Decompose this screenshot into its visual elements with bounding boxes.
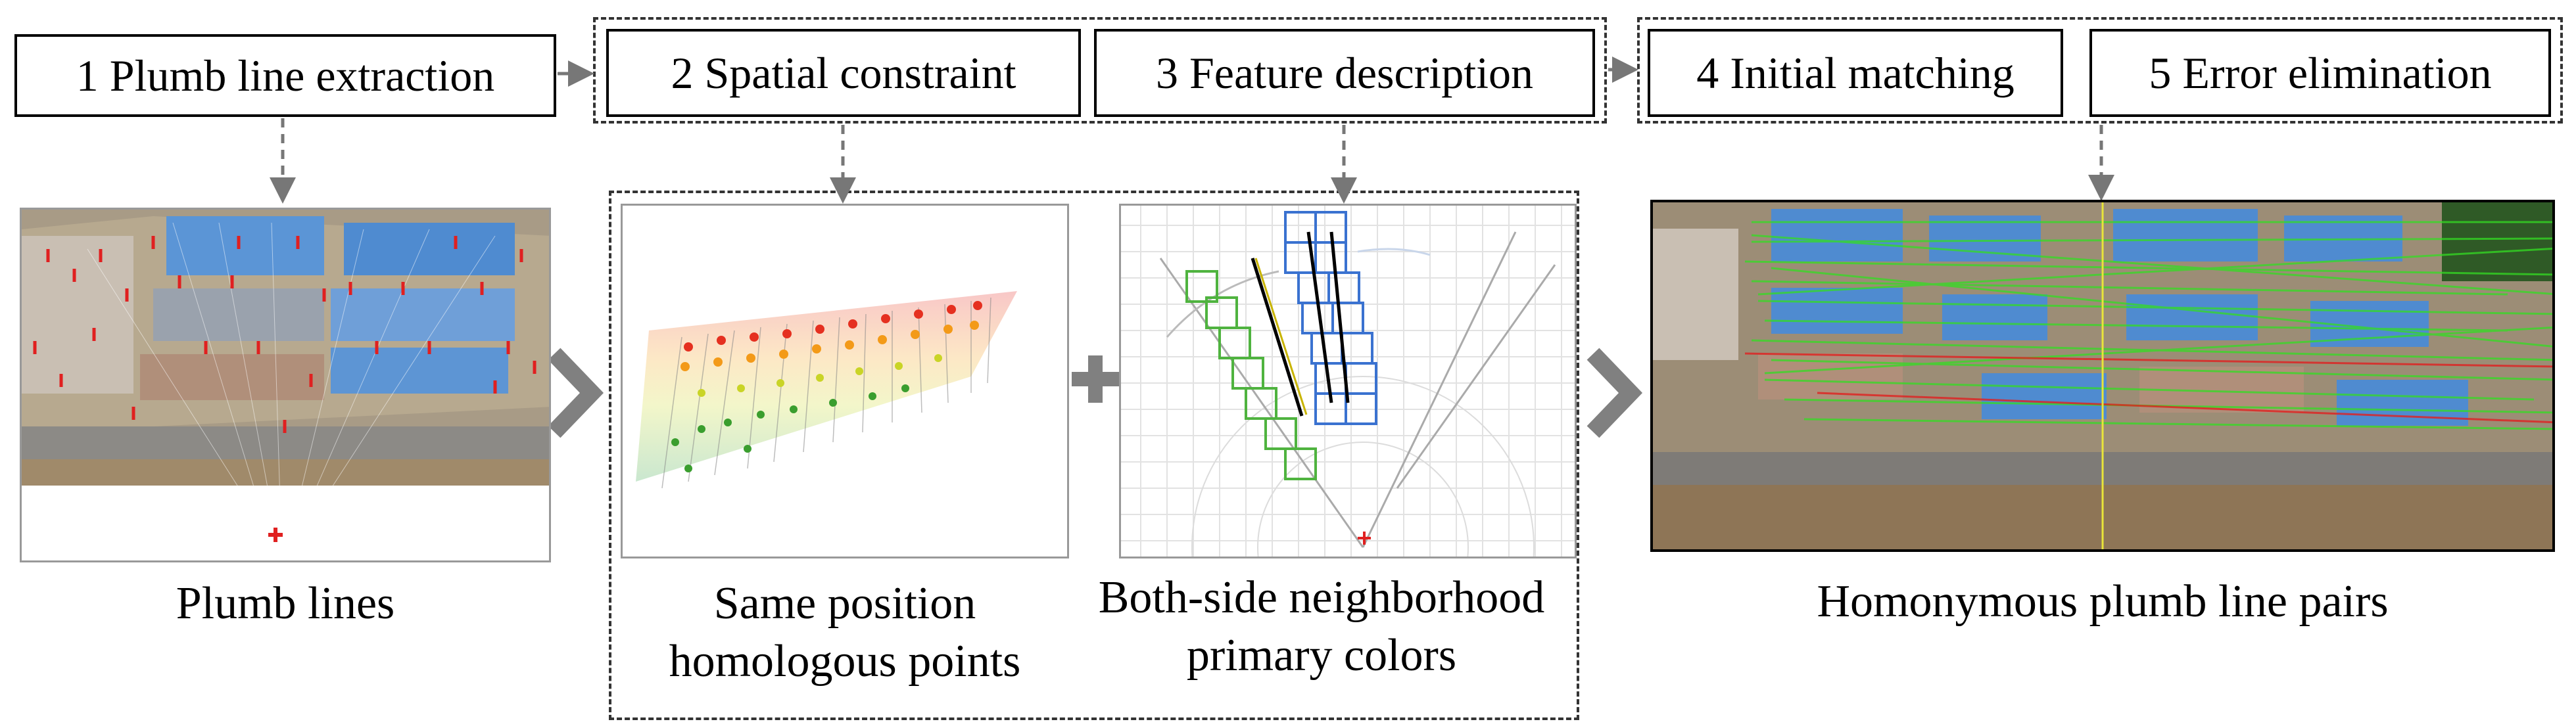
- group-outline-steps-4-5: [1637, 17, 2563, 124]
- caption-line: Both-side neighborhood: [1098, 572, 1545, 623]
- caption-line: Same position: [713, 578, 976, 629]
- step-box-feature-description: 3 Feature description: [1094, 29, 1595, 117]
- plumb-lines-image: [20, 208, 551, 562]
- step-box-plumb-line-extraction: 1 Plumb line extraction: [14, 34, 556, 117]
- chevron-icon: [548, 348, 604, 438]
- group-outline-middle-panels: [609, 191, 1579, 720]
- step-label: 5 Error elimination: [2149, 47, 2492, 98]
- step-box-error-elimination: 5 Error elimination: [2089, 29, 2551, 117]
- spatial-constraint-image: [621, 204, 1069, 558]
- step-label: 2 Spatial constraint: [671, 47, 1016, 98]
- step-label: 1 Plumb line extraction: [76, 50, 495, 101]
- step-box-initial-matching: 4 Initial matching: [1648, 29, 2063, 117]
- caption-line: homologous points: [669, 636, 1021, 687]
- caption-plumb-lines: Plumb lines: [176, 578, 395, 629]
- step-box-spatial-constraint: 2 Spatial constraint: [606, 29, 1081, 117]
- feature-description-image: [1119, 204, 1577, 558]
- step-label: 3 Feature description: [1155, 47, 1534, 98]
- caption-same-position: Same position homologous points: [621, 575, 1069, 691]
- plus-icon: [1072, 355, 1119, 403]
- nadir-point-icon: [1358, 532, 1371, 545]
- caption-both-side: Both-side neighborhood primary colors: [1065, 569, 1578, 685]
- step-label: 4 Initial matching: [1696, 47, 2015, 98]
- nadir-point-icon: [268, 528, 283, 542]
- group-outline-steps-2-3: [593, 17, 1607, 124]
- caption-homonymous-pairs: Homonymous plumb line pairs: [1817, 576, 2389, 627]
- chevron-icon: [1586, 348, 1643, 438]
- plumb-line-pairs-image: [1650, 200, 2555, 552]
- caption-line: primary colors: [1186, 630, 1457, 681]
